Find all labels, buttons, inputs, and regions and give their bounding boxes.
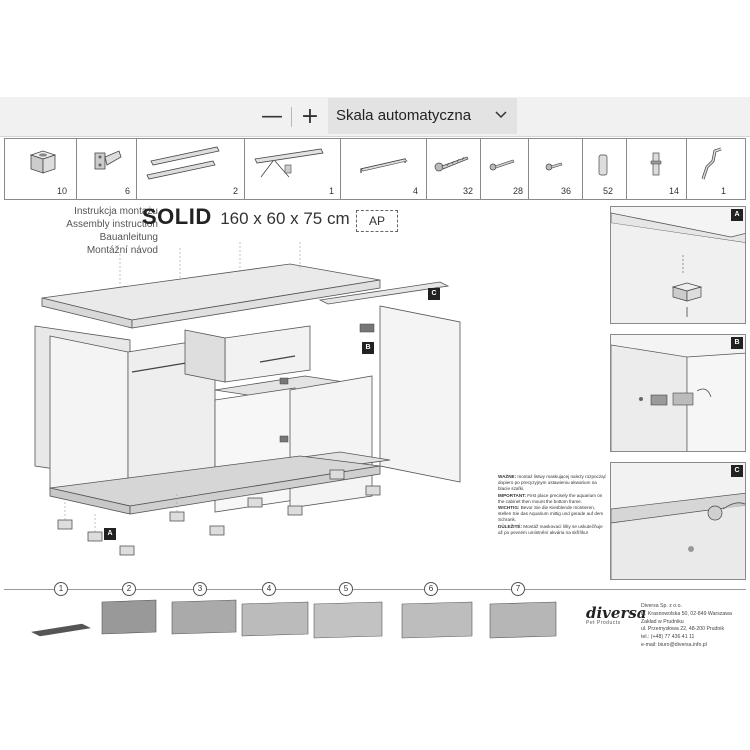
callout-a: A bbox=[104, 528, 116, 540]
note-en-text: First place precisely the aquarium on th… bbox=[498, 492, 603, 504]
product-heading: SOLID 160 x 60 x 75 cm bbox=[142, 204, 350, 230]
title-pl: Instrukcja montażu bbox=[74, 206, 158, 217]
screw-icon bbox=[489, 159, 515, 171]
contact-line: ul. Przemysłowa 22, 48-200 Prudnik bbox=[641, 626, 725, 633]
pdf-toolbar: — + Skala automatyczna bbox=[0, 97, 750, 137]
note-pl-label: WAŻNE: bbox=[498, 474, 517, 479]
drawer-rail-icon bbox=[146, 146, 220, 180]
part-item: 52 bbox=[583, 139, 627, 199]
contact-info: Diversa Sp. z o.o. ul. Krasnowolska 50, … bbox=[641, 603, 732, 650]
title-en: Assembly instruction bbox=[66, 219, 158, 230]
part-qty: 2 bbox=[233, 186, 239, 196]
part-qty: 4 bbox=[413, 186, 419, 196]
part-qty: 10 bbox=[57, 186, 68, 196]
handle-icon bbox=[360, 158, 408, 173]
note-pl-text: montaż listwy maskującej należy rozpoczą… bbox=[498, 474, 606, 492]
step-number: 5 bbox=[339, 582, 353, 596]
cube-icon bbox=[29, 150, 57, 174]
long-screw-icon bbox=[434, 156, 469, 172]
part-qty: 32 bbox=[463, 186, 474, 196]
note-cz-label: DŮLEŽITÉ: bbox=[498, 523, 522, 529]
zoom-scale-select[interactable]: Skala automatyczna bbox=[328, 98, 517, 134]
part-qty: 36 bbox=[561, 186, 572, 196]
contact-line: ul. Krasnowolska 50, 02-849 Warszawa bbox=[641, 610, 732, 617]
zoom-out-button[interactable]: — bbox=[261, 104, 283, 129]
part-item: 14 bbox=[627, 139, 687, 199]
contact-line: e-mail: biuro@diversa.info.pl bbox=[641, 641, 707, 648]
part-item: 1 bbox=[687, 139, 743, 199]
cam-pin-icon bbox=[650, 152, 662, 176]
note-de-label: WICHTIG: bbox=[498, 505, 520, 511]
brand-tagline: Pet Products bbox=[586, 620, 621, 626]
part-qty: 6 bbox=[125, 186, 131, 196]
note-de-text: Bevor Sie die Kiesblende montieren, stel… bbox=[498, 505, 604, 523]
step-number: 1 bbox=[54, 582, 68, 596]
part-qty: 1 bbox=[329, 186, 335, 196]
steps-divider bbox=[4, 589, 746, 590]
step-number: 2 bbox=[122, 582, 136, 596]
part-qty: 14 bbox=[669, 186, 680, 196]
toolbar-separator bbox=[291, 107, 292, 127]
detail-callout-c: C bbox=[731, 465, 743, 477]
part-item: 6 bbox=[77, 139, 137, 199]
product-name: SOLID bbox=[142, 204, 212, 229]
part-qty: 1 bbox=[721, 186, 727, 196]
parts-list: 10 6 2 1 4 bbox=[4, 138, 746, 200]
instruction-titles: Instrukcja montażu Assembly instruction … bbox=[20, 205, 158, 257]
note-en-label: IMPORTANT: bbox=[498, 492, 526, 498]
part-item: 32 bbox=[427, 139, 481, 199]
part-item: 36 bbox=[529, 139, 583, 199]
product-code-badge: AP bbox=[356, 210, 398, 232]
contact-line: Diversa Sp. z o.o. bbox=[641, 603, 682, 609]
step-number: 3 bbox=[193, 582, 207, 596]
hex-key-icon bbox=[701, 147, 722, 180]
detail-callout-a: A bbox=[731, 209, 743, 221]
callout-c: C bbox=[428, 288, 440, 300]
bracket-rail-icon bbox=[254, 148, 324, 178]
title-de: Bauanleitung bbox=[99, 232, 158, 243]
hinge-icon bbox=[94, 150, 122, 170]
short-screw-icon bbox=[545, 162, 563, 171]
chevron-down-icon bbox=[495, 111, 507, 119]
product-dimensions: 160 x 60 x 75 cm bbox=[220, 209, 350, 228]
detail-callout-b: B bbox=[731, 337, 743, 349]
zoom-in-button[interactable]: + bbox=[300, 104, 320, 129]
exploded-cabinet-drawing bbox=[34, 242, 461, 556]
step-number: 6 bbox=[424, 582, 438, 596]
callout-b: B bbox=[362, 342, 374, 354]
dowel-icon bbox=[598, 154, 608, 176]
part-item: 1 bbox=[245, 139, 341, 199]
part-item: 4 bbox=[341, 139, 427, 199]
part-qty: 52 bbox=[603, 186, 614, 196]
important-note: WAŻNE: montaż listwy maskującej należy r… bbox=[498, 474, 608, 536]
contact-line: Zakład w Prudniku bbox=[641, 618, 684, 625]
note-cz-text: Montáž maskovací lišty se uskutečňuje až… bbox=[498, 523, 603, 535]
zoom-scale-value: Skala automatyczna bbox=[336, 107, 472, 124]
detail-panel-b: B bbox=[610, 334, 746, 452]
part-qty: 28 bbox=[513, 186, 524, 196]
assembly-steps-thumbnails bbox=[31, 599, 557, 639]
step-number: 7 bbox=[511, 582, 525, 596]
contact-line: tel.: (+48) 77 436 41 11 bbox=[641, 634, 695, 641]
part-item: 2 bbox=[137, 139, 245, 199]
detail-panel-c: C bbox=[610, 462, 746, 580]
brand-name: diversa bbox=[586, 604, 647, 622]
step-number: 4 bbox=[262, 582, 276, 596]
detail-panel-a: A bbox=[610, 206, 746, 324]
title-cz: Montážní návod bbox=[86, 245, 158, 256]
part-item: 28 bbox=[481, 139, 529, 199]
brand-logo: diversa Pet Products bbox=[586, 604, 647, 626]
part-item: 10 bbox=[5, 139, 77, 199]
